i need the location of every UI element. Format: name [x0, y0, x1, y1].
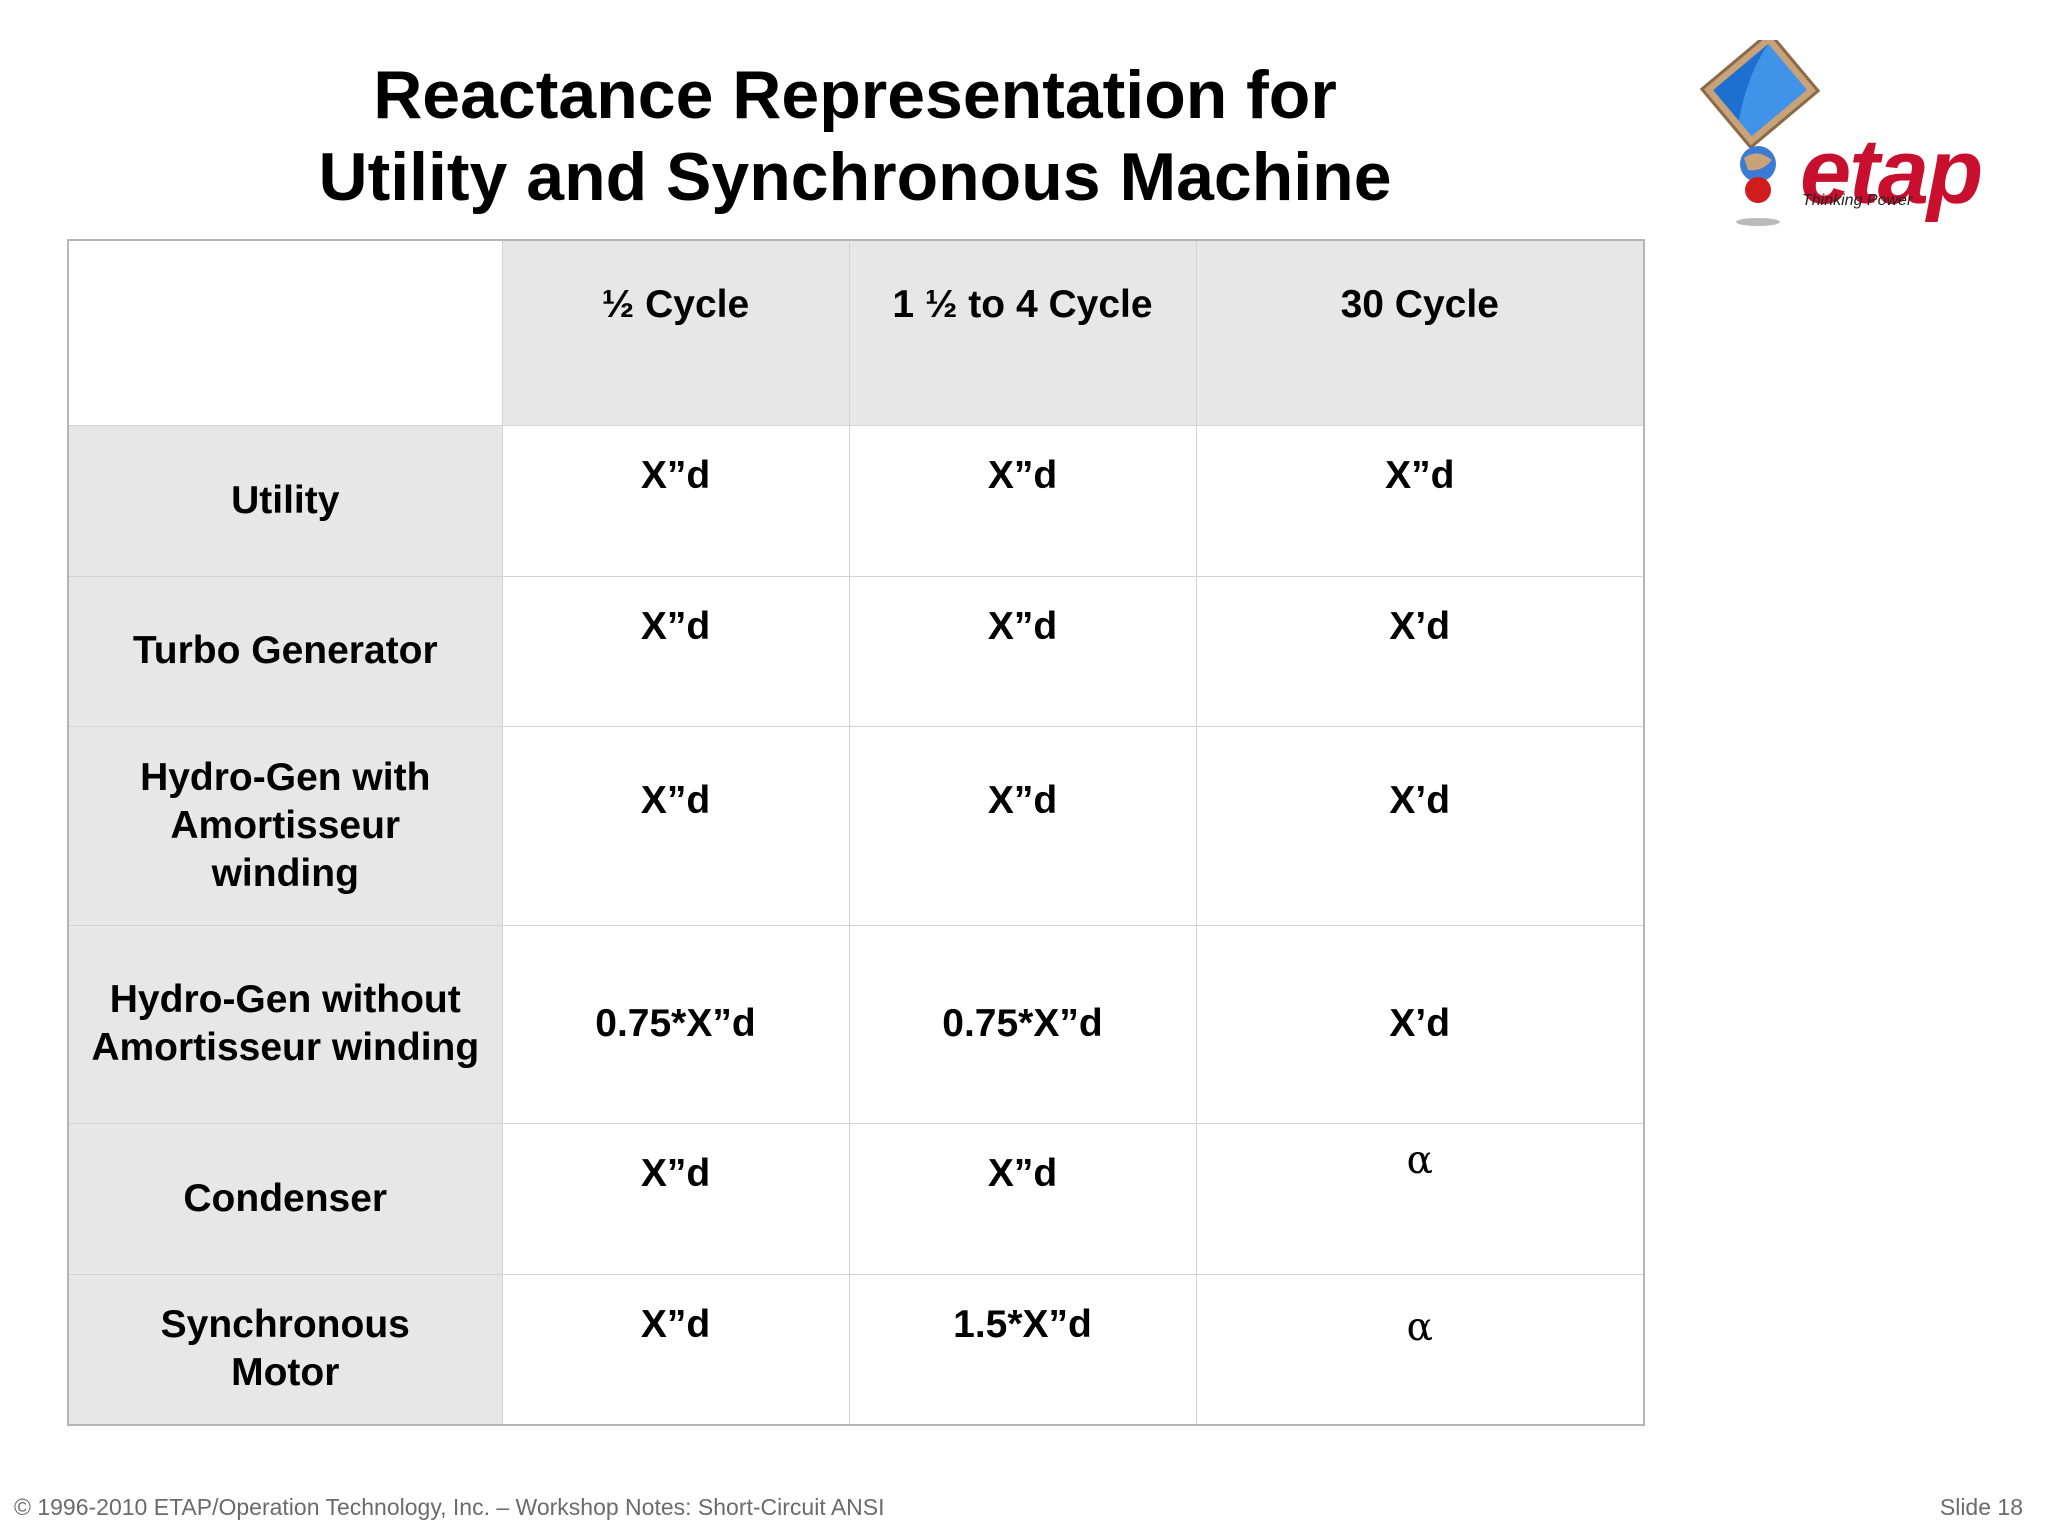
etap-logo-wordmark: etap: [1800, 121, 1983, 223]
table-cell: α: [1195, 1273, 1645, 1426]
table-row: Hydro-Gen without Amortisseur winding 0.…: [67, 924, 1645, 1124]
table-corner-cell: [67, 239, 503, 426]
table-cell: X”d: [501, 424, 850, 577]
table-cell: X”d: [848, 725, 1197, 926]
etap-logo: etap Thinking Power: [1700, 40, 2000, 240]
row-label: Synchronous Motor: [67, 1273, 503, 1426]
slide-number: Slide 18: [1939, 1494, 2023, 1520]
footer-copyright: © 1996-2010 ETAP/Operation Technology, I…: [14, 1494, 885, 1520]
table-row: Hydro-Gen with Amortisseur winding X”d X…: [67, 725, 1645, 926]
table-cell: X’d: [1195, 725, 1645, 926]
row-label: Hydro-Gen with Amortisseur winding: [67, 725, 503, 926]
table-cell: X”d: [848, 1122, 1197, 1275]
table-cell: X’d: [1195, 575, 1645, 727]
table-cell: 0.75*X”d: [501, 924, 850, 1124]
table-cell: α: [1195, 1122, 1645, 1275]
table-cell: X”d: [1195, 424, 1645, 577]
table-cell: X”d: [501, 575, 850, 727]
row-label: Hydro-Gen without Amortisseur winding: [67, 924, 503, 1124]
table-cell: 0.75*X”d: [848, 924, 1197, 1124]
table-cell: X’d: [1195, 924, 1645, 1124]
row-label: Turbo Generator: [67, 575, 503, 727]
row-label: Utility: [67, 424, 503, 577]
row-label: Condenser: [67, 1122, 503, 1275]
table-row: Synchronous Motor X”d 1.5*X”d α: [67, 1273, 1645, 1426]
table-row: Turbo Generator X”d X”d X’d: [67, 575, 1645, 727]
column-header-half-cycle: ½ Cycle: [501, 239, 850, 426]
table-row: Utility X”d X”d X”d: [67, 424, 1645, 577]
slide-title: Reactance Representation for Utility and…: [250, 54, 1460, 218]
reactance-table: ½ Cycle 1 ½ to 4 Cycle 30 Cycle Utility …: [67, 239, 1645, 1426]
column-header-1-5-to-4-cycle: 1 ½ to 4 Cycle: [848, 239, 1197, 426]
title-line-2: Utility and Synchronous Machine: [318, 139, 1392, 215]
table-cell: X”d: [501, 725, 850, 926]
table-header-row: ½ Cycle 1 ½ to 4 Cycle 30 Cycle: [67, 239, 1645, 426]
table-cell: X”d: [501, 1273, 850, 1426]
table-row: Condenser X”d X”d α: [67, 1122, 1645, 1275]
table-cell: 1.5*X”d: [848, 1273, 1197, 1426]
table-cell: X”d: [848, 575, 1197, 727]
table-cell: X”d: [848, 424, 1197, 577]
etap-logo-tagline: Thinking Power: [1802, 192, 1913, 209]
table-cell: X”d: [501, 1122, 850, 1275]
etap-logo-icon: [1700, 40, 1821, 226]
column-header-30-cycle: 30 Cycle: [1195, 239, 1645, 426]
title-line-1: Reactance Representation for: [373, 57, 1337, 133]
